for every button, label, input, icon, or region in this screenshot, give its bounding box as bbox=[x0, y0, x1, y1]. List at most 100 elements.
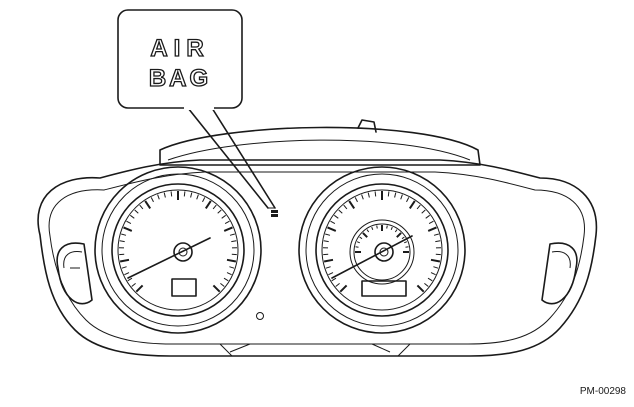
left-gauge-tick bbox=[197, 195, 199, 200]
left-gauge-tick bbox=[164, 193, 165, 198]
right-gauge-tick bbox=[434, 234, 439, 235]
right-subdial-tick bbox=[367, 230, 369, 232]
callout-box: AIR BAG bbox=[118, 10, 242, 110]
airbag-lamp-marker bbox=[271, 210, 278, 217]
right-gauge-needle bbox=[332, 236, 412, 278]
right-gauge-tick bbox=[429, 221, 433, 223]
right-gauge-tick bbox=[355, 197, 357, 202]
right-subdial-tick bbox=[377, 226, 378, 229]
right-gauge-tick bbox=[328, 273, 333, 275]
right-gauge-tick bbox=[328, 227, 336, 231]
left-gauge-tick bbox=[184, 191, 185, 196]
right-gauge-tick bbox=[325, 234, 330, 235]
right-subdial-tick bbox=[363, 233, 367, 237]
left-gauge-display bbox=[172, 279, 196, 296]
left-gauge-tick bbox=[231, 241, 236, 242]
right-subdial-tick bbox=[406, 247, 409, 248]
left-gauge-tick bbox=[136, 285, 142, 291]
right-gauge-tick bbox=[431, 260, 440, 262]
left-side-panel bbox=[57, 243, 92, 304]
left-gauge-tick bbox=[120, 260, 129, 262]
right-subdial-tick bbox=[395, 230, 397, 232]
left-gauge-tick bbox=[229, 267, 234, 269]
left-gauge-tick bbox=[140, 205, 143, 209]
right-gauge-display bbox=[362, 281, 406, 296]
right-gauge-tick bbox=[362, 195, 364, 200]
right-subdial-tick bbox=[397, 233, 401, 237]
left-gauge-needle bbox=[128, 238, 210, 278]
callout-label-line2: BAG bbox=[149, 65, 211, 92]
left-gauge-tick bbox=[132, 283, 136, 286]
right-gauge-tick bbox=[407, 197, 409, 202]
right-gauge-tick bbox=[344, 205, 347, 209]
left-gauge-tick bbox=[145, 201, 150, 209]
left-gauge-tick bbox=[171, 191, 172, 196]
callout-label-line1: AIR bbox=[150, 35, 209, 62]
right-subdial-ticks bbox=[355, 225, 409, 252]
left-gauge-tick bbox=[122, 267, 127, 269]
right-gauge-hub bbox=[375, 243, 393, 261]
left-gauge-tick bbox=[191, 193, 192, 198]
left-gauge-tick bbox=[151, 197, 153, 202]
right-subdial-tick bbox=[357, 242, 360, 243]
right-gauge-tick bbox=[435, 241, 440, 242]
left-gauge-tick bbox=[213, 205, 216, 209]
right-subdial-tick bbox=[391, 227, 392, 230]
left-gauge-tick bbox=[230, 234, 235, 235]
left-gauge-tick bbox=[218, 210, 222, 213]
right-gauge-tick bbox=[336, 283, 340, 286]
right-subdial-tick bbox=[404, 242, 407, 243]
right-side-panel bbox=[542, 243, 577, 304]
right-gauge-tick bbox=[375, 191, 376, 196]
left-gauge-tick bbox=[130, 215, 134, 218]
left-gauge-tick bbox=[158, 195, 160, 200]
right-gauge-tick bbox=[433, 267, 438, 269]
right-subdial-tick bbox=[360, 237, 362, 239]
right-gauge-tick bbox=[428, 278, 432, 281]
left-gauge bbox=[95, 167, 261, 333]
right-gauge-tick bbox=[426, 215, 430, 218]
right-gauge-tick bbox=[326, 267, 331, 269]
right-gauge-tick bbox=[410, 201, 415, 209]
left-gauge-tick bbox=[124, 273, 129, 275]
center-indicator bbox=[257, 313, 264, 320]
left-gauge-tick bbox=[224, 227, 232, 231]
left-gauge-tick bbox=[225, 221, 229, 223]
right-gauge-tick bbox=[331, 221, 335, 223]
left-gauge-tick bbox=[135, 210, 139, 213]
right-subdial-tick bbox=[387, 226, 388, 229]
left-gauge-tick bbox=[206, 201, 211, 209]
right-gauge-tick bbox=[431, 273, 436, 275]
right-gauge-tick bbox=[424, 283, 428, 286]
left-gauge-tick bbox=[220, 283, 224, 286]
callout-leader bbox=[188, 108, 275, 208]
right-subdial-tick bbox=[402, 237, 404, 239]
right-subdial-tick bbox=[356, 247, 359, 248]
left-gauge-tick bbox=[121, 234, 126, 235]
left-gauge-tick bbox=[124, 227, 132, 231]
right-gauge-tick bbox=[401, 195, 403, 200]
left-gauge-tick bbox=[203, 197, 205, 202]
right-gauge-tick bbox=[349, 201, 354, 209]
left-gauge-tick bbox=[227, 273, 232, 275]
right-gauge-tick bbox=[334, 215, 338, 218]
left-gauge-tick bbox=[127, 221, 131, 223]
right-gauge-tick bbox=[388, 191, 389, 196]
left-gauge-tick bbox=[222, 215, 226, 218]
right-gauge-tick bbox=[324, 241, 329, 242]
left-gauge-tick bbox=[224, 278, 228, 281]
figure-code: PM-00298 bbox=[580, 386, 627, 397]
left-gauge-tick bbox=[213, 285, 219, 291]
right-subdial-tick bbox=[372, 227, 373, 230]
right-gauge-tick bbox=[340, 285, 346, 291]
left-gauge-tick bbox=[120, 241, 125, 242]
right-gauge-tick bbox=[324, 260, 333, 262]
left-gauge-tick bbox=[227, 260, 236, 262]
right-gauge-tick bbox=[428, 227, 436, 231]
right-gauge-tick bbox=[395, 193, 396, 198]
right-gauge bbox=[299, 167, 465, 333]
right-gauge-tick bbox=[422, 210, 426, 213]
right-gauge-tick bbox=[339, 210, 343, 213]
